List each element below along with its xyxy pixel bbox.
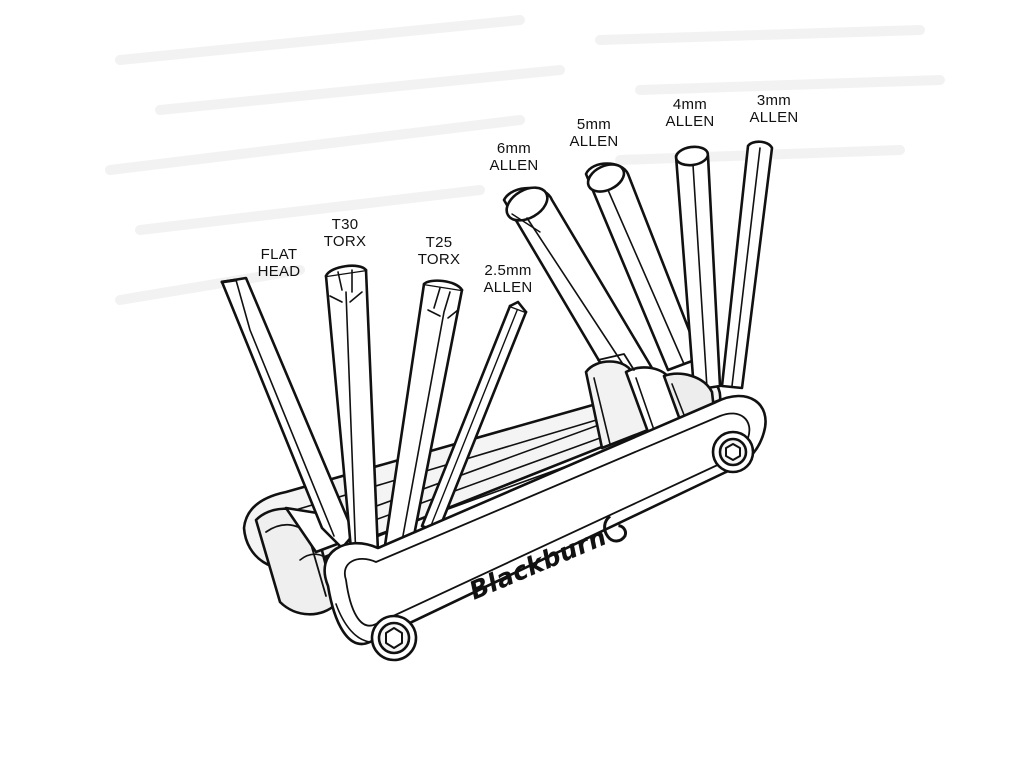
allen-4mm-bit xyxy=(674,145,722,392)
label-t25-line2: TORX xyxy=(417,251,461,268)
label-allen-5-line1: 5mm xyxy=(576,116,612,133)
label-flat-head-line2: HEAD xyxy=(257,263,301,280)
label-allen-3-line2: ALLEN xyxy=(749,109,799,126)
label-allen-6mm: 6mm ALLEN xyxy=(476,140,552,174)
label-allen-6-line2: ALLEN xyxy=(489,157,539,174)
label-allen-3mm: 3mm ALLEN xyxy=(736,92,812,126)
label-allen-2-5-line2: ALLEN xyxy=(483,279,533,296)
label-t25-torx: T25 TORX xyxy=(404,234,474,268)
label-allen-5mm: 5mm ALLEN xyxy=(556,116,632,150)
label-allen-6-line1: 6mm xyxy=(496,140,532,157)
label-allen-3-line1: 3mm xyxy=(756,92,792,109)
label-allen-4-line2: ALLEN xyxy=(665,113,715,130)
label-t30-torx: T30 TORX xyxy=(310,216,380,250)
allen-3mm-bit xyxy=(720,140,774,390)
label-flat-head: FLAT HEAD xyxy=(244,246,314,280)
label-allen-2-5-line1: 2.5mm xyxy=(484,262,532,279)
t30-torx-bit xyxy=(324,264,380,562)
right-bolt-icon xyxy=(711,430,755,474)
left-bolt-icon xyxy=(370,614,418,662)
allen-5mm-bit xyxy=(584,162,702,372)
label-allen-5-line2: ALLEN xyxy=(569,133,619,150)
label-t30-line2: TORX xyxy=(323,233,367,250)
label-allen-2-5mm: 2.5mm ALLEN xyxy=(470,262,546,296)
allen-6mm-bit xyxy=(502,186,654,388)
label-t25-line1: T25 xyxy=(425,234,453,251)
label-t30-line1: T30 xyxy=(331,216,359,233)
flame-logo-icon xyxy=(603,514,627,543)
label-allen-4-line1: 4mm xyxy=(672,96,708,113)
flat-head-bit xyxy=(220,276,356,550)
label-flat-head-line1: FLAT xyxy=(260,246,298,263)
left-knuckle-stack xyxy=(254,506,350,616)
label-allen-4mm: 4mm ALLEN xyxy=(652,96,728,130)
